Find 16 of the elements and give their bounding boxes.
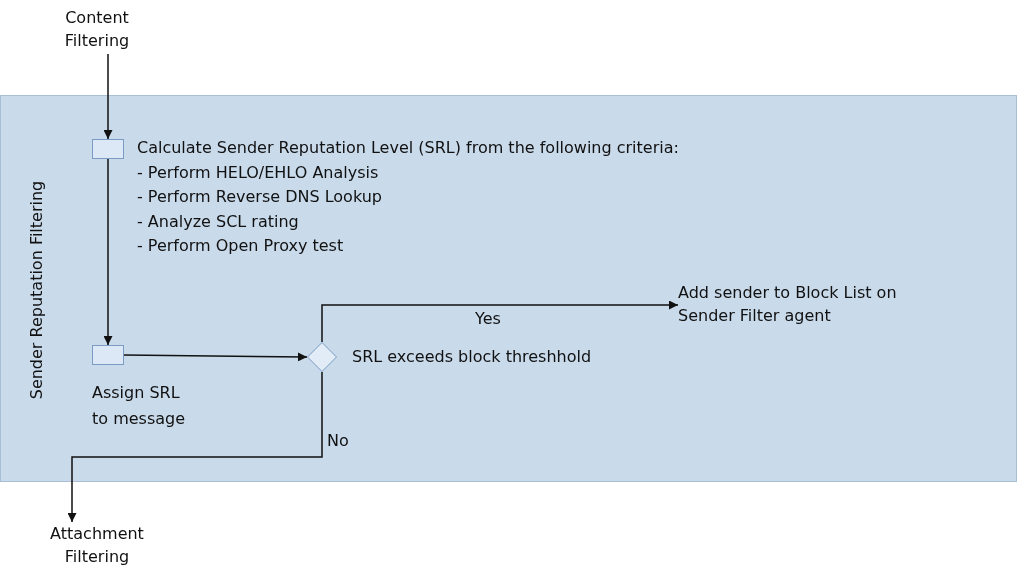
- arrow: [67, 371, 323, 523]
- step-label: Attachment Filtering: [30, 522, 164, 568]
- step-label: Content Filtering: [50, 6, 144, 54]
- process-box: [92, 345, 124, 365]
- step-description: Calculate Sender Reputation Level (SRL) from the following criteria: - Perform HELO/EHLO Analysis - Perform Reverse DNS Lookup - Analyze SCL rating - Perform Open Proxy test: [137, 137, 679, 257]
- arrow: [123, 352, 308, 362]
- arrow: [321, 300, 679, 343]
- arrow: [103, 158, 113, 346]
- step-label: Add sender to Block List on Sender Filter agent: [678, 281, 906, 331]
- process-box: [92, 139, 124, 159]
- lane-title: Sender Reputation Filtering: [25, 180, 47, 399]
- step-description: SRL exceeds block threshhold: [352, 346, 592, 368]
- step-description: Assign SRL to message: [92, 382, 187, 430]
- swimlane-band: [0, 95, 1017, 482]
- arrow: [103, 53, 113, 140]
- decision-diamond: [307, 342, 337, 372]
